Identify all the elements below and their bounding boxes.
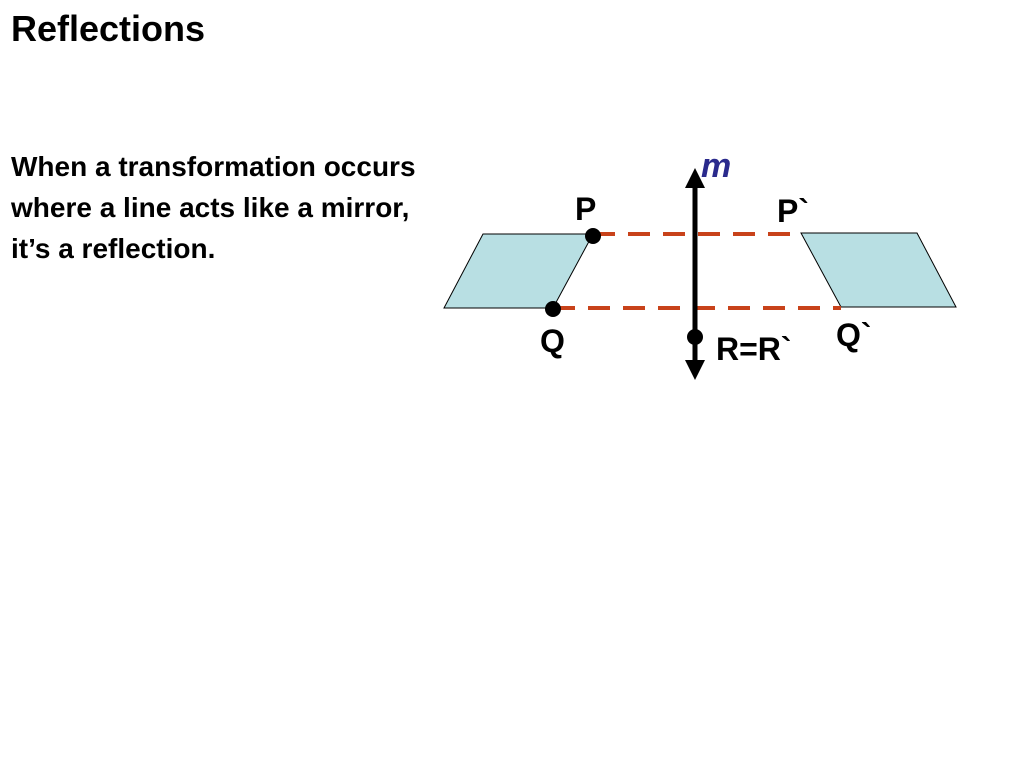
- label-q-prime: Q`: [836, 317, 872, 353]
- slide-title: Reflections: [11, 8, 206, 49]
- label-p: P: [575, 191, 596, 227]
- label-p-prime: P`: [777, 193, 809, 229]
- point-p: [585, 228, 601, 244]
- point-r: [687, 329, 703, 345]
- label-r-equals-r-prime: R=R`: [716, 331, 792, 367]
- reflected-parallelogram: [800, 232, 957, 308]
- label-q: Q: [540, 323, 565, 359]
- description-text: When a transformation occurs where a lin…: [11, 151, 416, 264]
- mirror-line-label: m: [701, 147, 731, 185]
- original-parallelogram: [443, 233, 594, 309]
- point-q: [545, 301, 561, 317]
